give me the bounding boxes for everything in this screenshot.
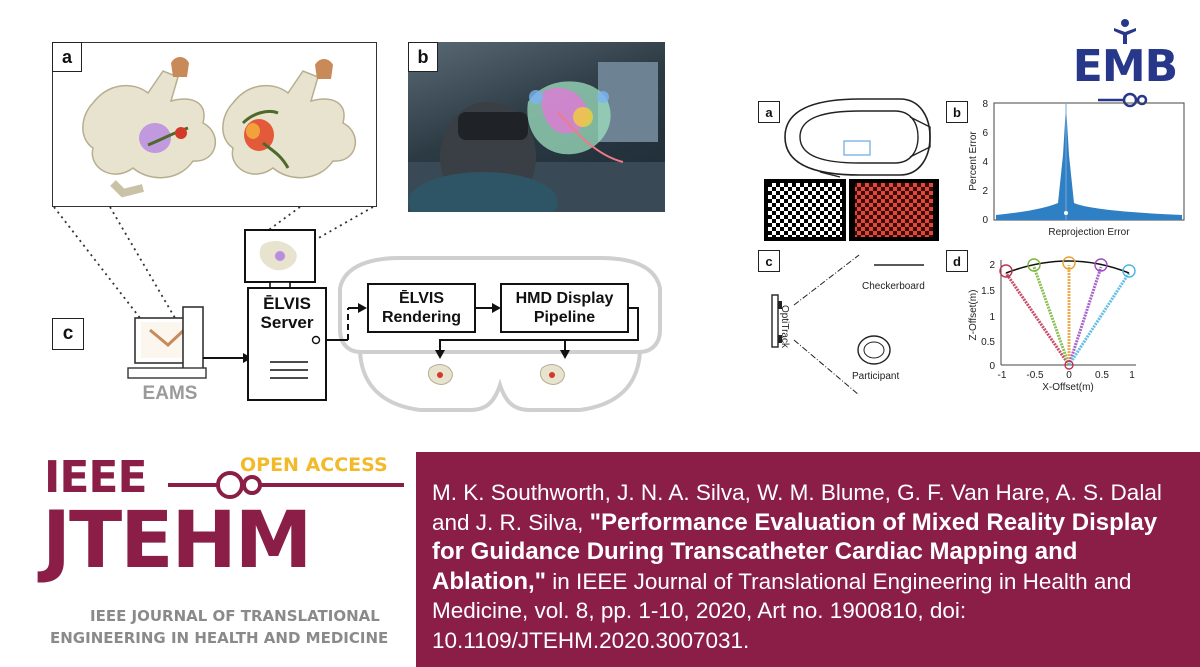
right-panel-a-label: a: [758, 101, 780, 123]
b-ylabel: Percent Error: [968, 131, 979, 191]
rendering-label-line1: ĒLVIS: [398, 290, 445, 307]
d-ylabel: Z-Offset(m): [968, 290, 979, 341]
rendering-box-label: ĒLVIS Rendering: [368, 289, 475, 327]
participant-label: Participant: [852, 371, 900, 382]
heart-model-illustration: [82, 57, 357, 198]
panel-c-label: c: [52, 318, 84, 350]
d-xlabel: X-Offset(m): [1042, 382, 1093, 393]
tracking-layout: [771, 254, 924, 396]
panel-b-label: b: [408, 42, 438, 72]
ieee-wordmark: IEEE: [44, 452, 148, 503]
server-label-line1: ĒLVIS: [263, 294, 311, 313]
right-panel-d-label: d: [946, 250, 968, 272]
d-ytick-2: 2: [989, 260, 995, 271]
b-ytick-0: 0: [982, 215, 988, 226]
hmd-label-line1: HMD Display: [515, 290, 614, 307]
emb-logo: EMB: [1060, 18, 1190, 108]
citation-venue: in IEEE Journal of Translational Enginee…: [432, 568, 1132, 653]
d-xtick-0-5: 0.5: [1095, 370, 1109, 381]
right-panel-b-label: b: [946, 101, 968, 123]
checkerboard-red: [849, 179, 939, 241]
d-xtick-1: 1: [1129, 370, 1135, 381]
citation-title: "Performance Evaluation of Mixed Reality…: [432, 508, 1158, 595]
d-ytick-0: 0: [989, 361, 995, 372]
d-ytick-1: 1: [989, 312, 995, 323]
d-xtick-0: 0: [1066, 370, 1072, 381]
hmd-label-line2: Pipeline: [533, 309, 596, 326]
jtehm-logo: IEEE OPEN ACCESS JTEHM IEEE JOURNAL OF T…: [40, 452, 404, 662]
headset-top-view: [784, 98, 931, 178]
d-ytick-1-5: 1.5: [981, 286, 995, 297]
hmd-box-label: HMD Display Pipeline: [501, 289, 628, 327]
d-xtick-neg0-5: -0.5: [1026, 370, 1044, 381]
citation-authors: M. K. Southworth, J. N. A. Silva, W. M. …: [432, 480, 1162, 535]
b-ytick-2: 2: [982, 186, 988, 197]
server-label-line2: Server: [260, 313, 314, 332]
journal-name-line2: ENGINEERING IN HEALTH AND MEDICINE: [50, 629, 389, 647]
d-xtick-neg1: -1: [998, 370, 1007, 381]
right-panel-c-label: c: [758, 250, 780, 272]
rendering-label-line2: Rendering: [381, 309, 462, 326]
checkerboard-label: Checkerboard: [862, 281, 925, 292]
emb-wordmark: EMB: [1072, 41, 1178, 92]
headset-user-photo: [408, 62, 665, 212]
violin-chart: 8 6 4 2 0 Reprojection Error Percent Err…: [968, 99, 1185, 238]
citation-panel: [416, 452, 1200, 667]
b-xlabel: Reprojection Error: [1048, 227, 1130, 238]
open-access-label: OPEN ACCESS: [240, 454, 388, 476]
panel-a-label: a: [52, 42, 82, 72]
left-figure: a b c: [0, 0, 690, 430]
b-ytick-6: 6: [982, 128, 988, 139]
projection-lines: [53, 206, 374, 319]
server-label: ĒLVIS Server: [248, 294, 326, 332]
journal-name-line1: IEEE JOURNAL OF TRANSLATIONAL: [90, 607, 380, 625]
panel-a-image: [52, 42, 377, 207]
emb-person-icon: [1114, 19, 1136, 44]
b-ytick-4: 4: [982, 157, 988, 168]
panel-b-photo: [408, 42, 665, 212]
offset-chart: 2 1.5 1 0.5 0 -1 -0.5 0 0.5 1 X-Offset(m…: [968, 256, 1136, 393]
citation-text: M. K. Southworth, J. N. A. Silva, W. M. …: [432, 478, 1187, 655]
d-ytick-0-5: 0.5: [981, 337, 995, 348]
checkerboard-bw: [764, 179, 846, 241]
emb-connector-icon: [1098, 92, 1148, 108]
right-figure: a b 8 6 4 2 0 Reprojection Error Percent…: [750, 95, 1195, 415]
b-ytick-8: 8: [982, 99, 988, 110]
jtehm-connector-icon: [168, 471, 404, 499]
jtehm-wordmark: JTEHM: [42, 496, 312, 586]
system-diagram: [127, 229, 662, 412]
optitrack-label: OptiTrack: [779, 305, 790, 348]
eams-label: EAMS: [142, 383, 198, 404]
